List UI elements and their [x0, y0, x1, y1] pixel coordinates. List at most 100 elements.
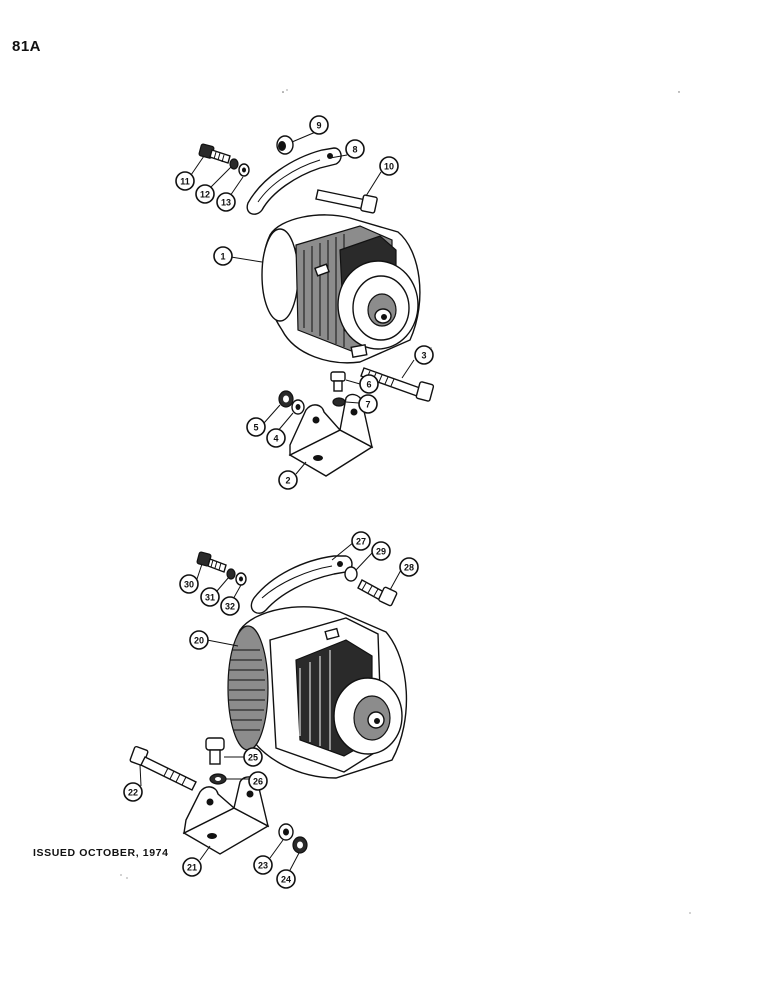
callout-12: 12	[195, 184, 215, 204]
lock-washer-31	[226, 568, 236, 580]
callout-circle	[216, 192, 236, 212]
callout-7: 7	[358, 394, 378, 414]
lock-washer-12	[229, 158, 239, 170]
callout-label: 7	[365, 400, 370, 410]
callout-bubbles: 9811121310136754227292830313220252622232…	[123, 115, 434, 889]
callout-label: 2	[285, 476, 290, 486]
callout-10: 10	[379, 156, 399, 176]
callout-circle	[195, 184, 215, 204]
callout-circle	[175, 171, 195, 191]
callout-27: 27	[351, 531, 371, 551]
callout-circle	[359, 374, 379, 394]
callout-circle	[179, 574, 199, 594]
callout-3: 3	[414, 345, 434, 365]
callout-11: 11	[175, 171, 195, 191]
callout-circle	[200, 587, 220, 607]
mounting-bracket-2	[288, 393, 374, 477]
callout-label: 24	[281, 875, 291, 885]
adjusting-strap-27	[250, 555, 353, 614]
alternator-20	[227, 606, 408, 779]
callout-label: 13	[221, 198, 231, 208]
callout-label: 31	[205, 593, 215, 603]
callout-label: 30	[184, 580, 194, 590]
callout-circle	[246, 417, 266, 437]
callout-label: 26	[253, 777, 263, 787]
callout-label: 8	[352, 145, 357, 155]
callout-circle	[351, 531, 371, 551]
callout-label: 29	[376, 547, 386, 557]
callout-label: 3	[421, 351, 426, 361]
page-number: 81A	[12, 38, 42, 55]
bolt-11	[198, 143, 231, 164]
callout-label: 25	[248, 753, 258, 763]
callout-5: 5	[246, 417, 266, 437]
callout-label: 11	[180, 177, 190, 187]
alternator-1	[261, 214, 421, 364]
lock-washer-7	[332, 397, 346, 407]
callout-circle	[248, 771, 268, 791]
bolt-10	[315, 189, 378, 214]
callout-9: 9	[309, 115, 329, 135]
callout-circle	[399, 557, 419, 577]
callout-30: 30	[179, 574, 199, 594]
callout-23: 23	[253, 855, 273, 875]
callout-label: 20	[194, 636, 204, 646]
callout-label: 6	[366, 380, 371, 390]
bolt-28	[357, 579, 398, 607]
callout-label: 21	[187, 863, 197, 873]
callout-label: 4	[273, 434, 278, 444]
callout-label: 9	[316, 121, 321, 131]
adjusting-strap-8	[246, 147, 342, 215]
callout-circle	[182, 857, 202, 877]
callout-circle	[414, 345, 434, 365]
callout-circle	[253, 855, 273, 875]
callout-2: 2	[278, 470, 298, 490]
capscrew-25	[205, 737, 225, 765]
spacer-9	[276, 135, 294, 155]
washer-29	[344, 566, 358, 582]
callout-label: 10	[384, 162, 394, 172]
callout-circle	[379, 156, 399, 176]
callout-26: 26	[248, 771, 268, 791]
callout-circle	[345, 139, 365, 159]
callout-label: 23	[258, 861, 268, 871]
callout-label: 5	[253, 423, 258, 433]
callout-label: 12	[200, 190, 210, 200]
callout-circle	[213, 246, 233, 266]
callout-circle	[358, 394, 378, 414]
callout-circle	[371, 541, 391, 561]
callout-circle	[309, 115, 329, 135]
callout-13: 13	[216, 192, 236, 212]
callout-4: 4	[266, 428, 286, 448]
bolt-22	[129, 745, 197, 791]
callout-circle	[189, 630, 209, 650]
callout-circle	[220, 596, 240, 616]
callout-circle	[276, 869, 296, 889]
scan-specks	[120, 89, 691, 914]
callout-20: 20	[189, 630, 209, 650]
callout-25: 25	[243, 747, 263, 767]
capscrew-6	[330, 371, 346, 392]
callout-circle	[278, 470, 298, 490]
callout-28: 28	[399, 557, 419, 577]
upper-alternator-assembly	[198, 135, 435, 477]
callout-label: 32	[225, 602, 235, 612]
callout-6: 6	[359, 374, 379, 394]
callout-8: 8	[345, 139, 365, 159]
callout-label: 28	[404, 563, 414, 573]
callout-label: 22	[128, 788, 138, 798]
callout-1: 1	[213, 246, 233, 266]
callout-circle	[243, 747, 263, 767]
issued-date: ISSUED OCTOBER, 1974	[33, 847, 169, 859]
callout-24: 24	[276, 869, 296, 889]
callout-29: 29	[371, 541, 391, 561]
bolt-3	[360, 367, 435, 402]
callout-label: 1	[220, 252, 225, 262]
bolt-30	[196, 551, 227, 573]
callout-label: 27	[356, 537, 366, 547]
callout-22: 22	[123, 782, 143, 802]
mounting-bracket-21	[182, 776, 270, 855]
lower-alternator-assembly	[129, 551, 408, 855]
